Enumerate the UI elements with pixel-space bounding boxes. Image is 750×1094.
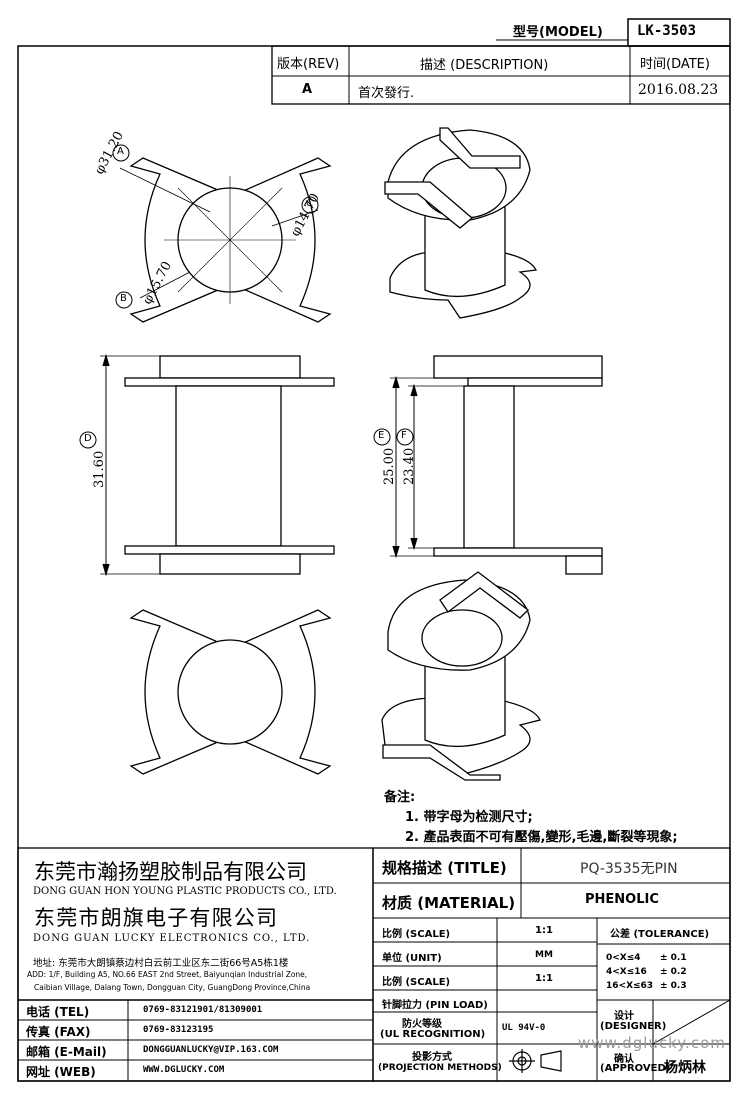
isometric-view-upper	[384, 127, 537, 319]
title-value: PQ-3535无PIN	[580, 861, 678, 877]
scale2-label: 比例 (SCALE)	[382, 977, 451, 988]
mark-a: A	[117, 146, 124, 157]
scale-label: 比例 (SCALE)	[382, 929, 451, 940]
company-name-en-2: DONG GUAN LUCKY ELECTRONICS CO., LTD.	[33, 933, 311, 944]
approver-name: 杨炳林	[664, 1060, 706, 1076]
web-label: 网址 (WEB)	[26, 1065, 96, 1079]
mark-b: B	[120, 293, 127, 304]
note-2: 2. 產品表面不可有壓傷,變形,毛邊,斷裂等現象;	[405, 830, 678, 845]
web-value: WWW.DGLUCKY.COM	[143, 1065, 225, 1075]
fax-label: 传真 (FAX)	[26, 1025, 91, 1039]
description-column-header: 描述 (DESCRIPTION)	[420, 58, 549, 73]
tolerance-value-2: ± 0.2	[660, 967, 687, 977]
title-label: 规格描述 (TITLE)	[382, 859, 507, 877]
ul-label-en: (UL RECOGNITION)	[380, 1029, 486, 1040]
tolerance-range-3: 16<X≤63	[606, 981, 654, 991]
projection-label-en: (PROJECTION METHODS)	[378, 1063, 502, 1073]
tolerance-value-1: ± 0.1	[660, 953, 687, 963]
approved-label-en: (APPROVED)	[600, 1063, 671, 1074]
watermark: www.dglucky.com	[578, 1034, 726, 1052]
title-block	[17, 847, 731, 1082]
ul-value: UL 94V-0	[502, 1023, 546, 1033]
revision-table	[271, 45, 731, 105]
dim-e: 25.00	[382, 447, 397, 485]
designer-label-cn: 设计	[614, 1011, 634, 1022]
projection-symbol-icon	[509, 1049, 562, 1073]
projection-label-cn: 投影方式	[412, 1052, 452, 1063]
scale2-value: 1:1	[535, 973, 553, 984]
company-name-en-1: DONG GUAN HON YOUNG PLASTIC PRODUCTS CO.…	[33, 886, 337, 897]
ul-label-cn: 防火等级	[402, 1019, 442, 1030]
tel-label: 电话 (TEL)	[26, 1005, 90, 1019]
tolerance-title: 公差 (TOLERANCE)	[610, 929, 710, 940]
mark-e: E	[378, 430, 385, 441]
email-value: DONGGUANLUCKY@VIP.163.COM	[143, 1045, 279, 1055]
company-name-cn-1: 东莞市瀚扬塑胶制品有限公司	[34, 860, 307, 884]
front-view	[79, 353, 335, 577]
mark-c: C	[306, 198, 313, 209]
address-en-1: ADD: 1/F, Building A5, NO.66 EAST 2nd St…	[27, 970, 308, 979]
material-label: 材质 (MATERIAL)	[382, 894, 516, 912]
address-cn: 地址: 东莞市大朗镇蔡边村白云前工业区东二街66号A5栋1楼	[33, 958, 289, 969]
unit-value: MM	[535, 950, 553, 960]
company-name-cn-2: 东莞市朗旗电子有限公司	[34, 906, 279, 930]
pin-load-label: 针脚拉力 (PIN LOAD)	[382, 1000, 488, 1011]
note-1: 1. 带字母为检测尺寸;	[405, 810, 533, 825]
approved-label-cn: 确认	[614, 1054, 634, 1065]
top-view	[112, 144, 332, 323]
mark-d: D	[84, 433, 92, 444]
date-column-header: 时间(DATE)	[640, 57, 710, 72]
tolerance-range-2: 4<X≤16	[606, 967, 647, 977]
dim-f: 23.40	[402, 447, 417, 485]
description-value: 首次發行.	[358, 86, 415, 101]
address-en-2: Caibian Village, Dalang Town, Dongguan C…	[34, 983, 311, 992]
side-view	[373, 355, 603, 575]
date-value: 2016.08.23	[638, 82, 719, 98]
bottom-view	[129, 609, 332, 775]
dim-d: 31.60	[92, 450, 107, 488]
isometric-view-lower	[381, 571, 541, 781]
tolerance-value-3: ± 0.3	[660, 981, 687, 991]
rev-value: A	[302, 82, 313, 97]
model-label: 型号(MODEL)	[513, 25, 603, 40]
email-label: 邮箱 (E-Mail)	[26, 1045, 107, 1059]
model-value: LK-3503	[637, 23, 697, 39]
material-value: PHENOLIC	[585, 892, 659, 907]
tolerance-range-1: 0<X≤4	[606, 953, 641, 963]
scale-value: 1:1	[535, 925, 553, 936]
fax-value: 0769-83123195	[143, 1025, 214, 1035]
designer-label-en: (DESIGNER)	[600, 1021, 667, 1032]
notes-title: 备注:	[384, 790, 416, 805]
tel-value: 0769-83121901/81309001	[143, 1005, 263, 1015]
rev-column-header: 版本(REV)	[277, 57, 340, 72]
mark-f: F	[401, 430, 407, 441]
unit-label: 单位 (UNIT)	[382, 953, 442, 964]
